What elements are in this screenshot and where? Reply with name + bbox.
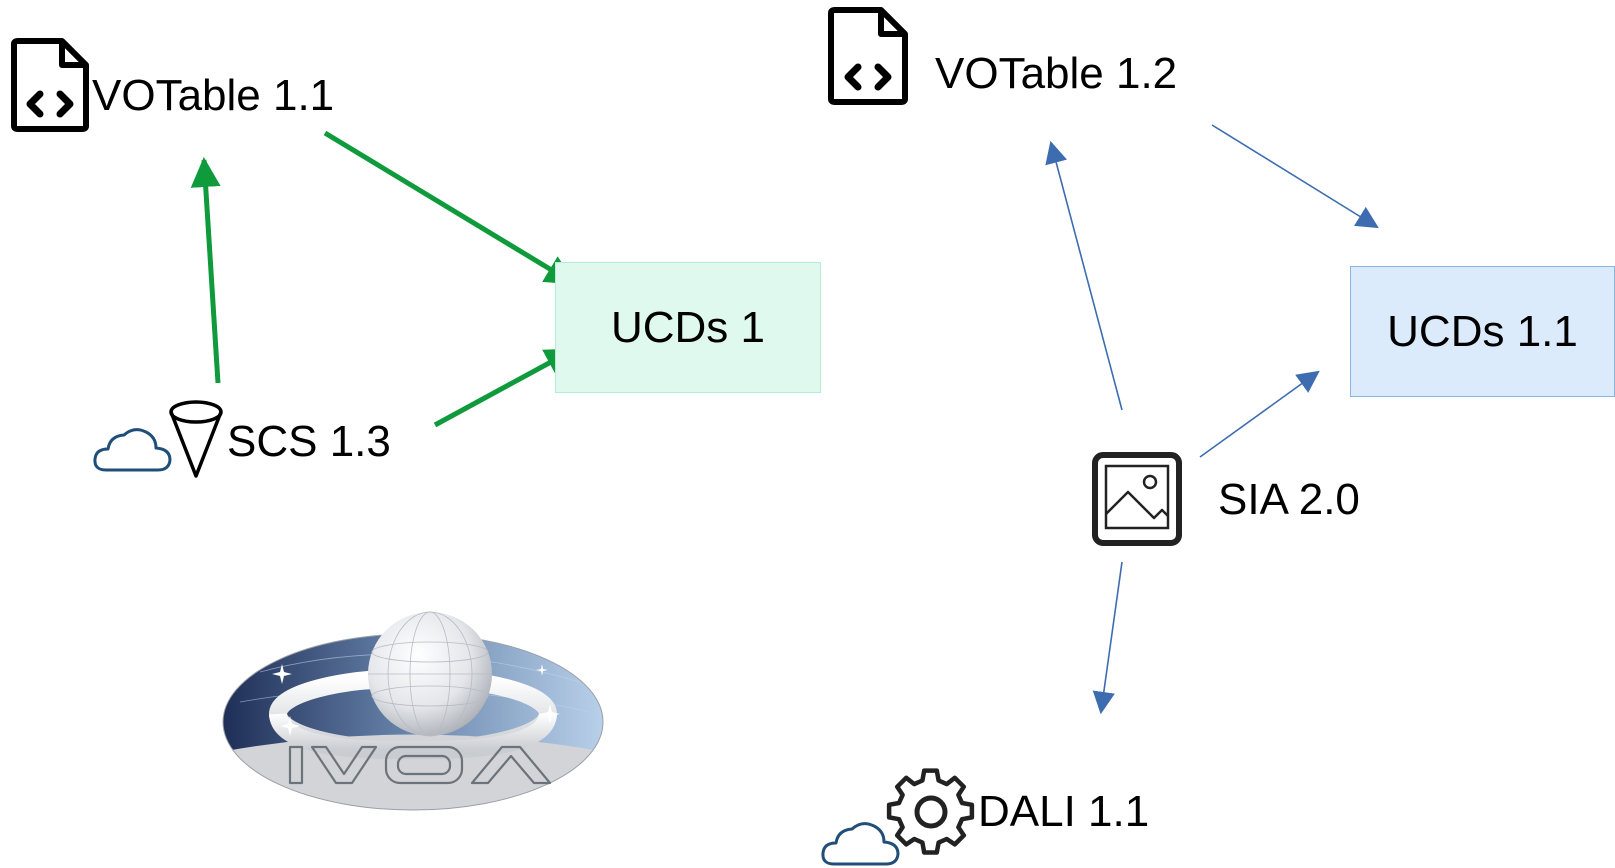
- gear-icon: [886, 768, 975, 855]
- node-ucds-1-label: UCDs 1: [610, 302, 766, 352]
- node-dali-1-1: DALI 1.1: [978, 787, 1150, 836]
- edge-votable11-to-ucds1: [323, 130, 576, 286]
- image-icon: [1092, 452, 1182, 546]
- xml-file-icon: [828, 7, 908, 105]
- node-ucds-1-1: UCDs 1.1: [1350, 266, 1615, 397]
- edge-sia-to-votable12: [1045, 140, 1123, 411]
- node-ucds-1: UCDs 1: [555, 262, 821, 393]
- edge-scs-to-ucds1: [433, 347, 576, 428]
- edge-votable12-to-ucds11: [1211, 124, 1379, 229]
- edge-scs-to-votable11: [190, 157, 221, 384]
- edge-sia-to-dali: [1092, 561, 1123, 715]
- node-sia-2-0: SIA 2.0: [1218, 475, 1360, 524]
- ivoa-logo-text: [288, 745, 552, 785]
- node-votable-1-1: VOTable 1.1: [92, 71, 335, 120]
- cloud-icon: [93, 428, 172, 472]
- cone-icon: [169, 400, 223, 478]
- xml-file-icon: [11, 38, 89, 132]
- node-scs-1-3: SCS 1.3: [227, 417, 391, 466]
- node-ucds-1-1-label: UCDs 1.1: [1387, 306, 1578, 356]
- edge-sia-to-ucds11: [1199, 370, 1320, 458]
- node-votable-1-2: VOTable 1.2: [935, 49, 1178, 98]
- cloud-icon: [821, 822, 900, 866]
- ivoa-logo: [222, 611, 604, 811]
